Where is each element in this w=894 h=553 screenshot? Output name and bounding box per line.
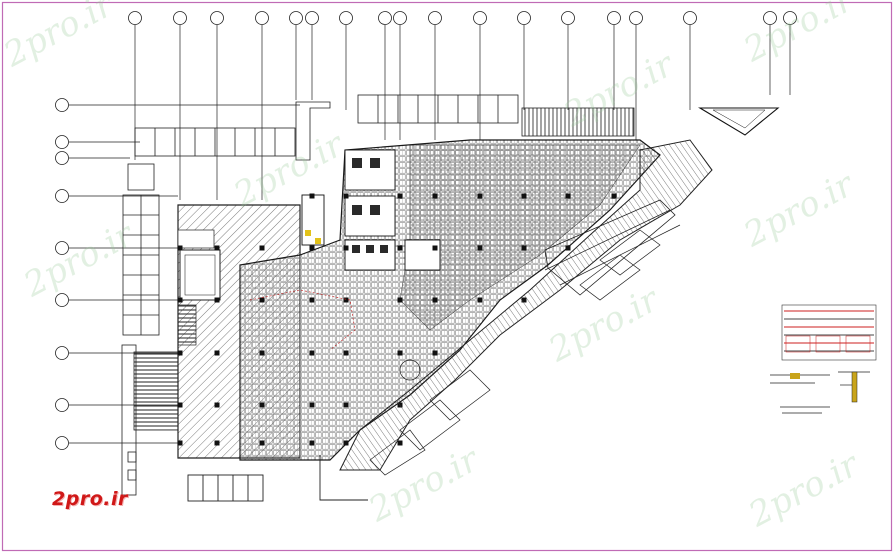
grid-bubble-left <box>55 241 69 255</box>
grid-bubble-left <box>55 346 69 360</box>
column-marker <box>565 193 571 199</box>
grid-bubble-top <box>428 11 442 25</box>
column-marker <box>432 245 438 251</box>
column-marker <box>397 350 403 356</box>
grid-bubble-top <box>339 11 353 25</box>
top-strips <box>134 94 519 161</box>
grid-bubble-top <box>683 11 697 25</box>
grid-bubble-top <box>607 11 621 25</box>
column-marker <box>177 440 183 446</box>
column-marker <box>309 245 315 251</box>
grid-bubble-left <box>55 293 69 307</box>
grid-bubble-left <box>55 398 69 412</box>
column-marker <box>214 350 220 356</box>
grid-bubble-top <box>763 11 777 25</box>
grid-bubble-top <box>561 11 575 25</box>
grid-bubble-top <box>289 11 303 25</box>
column-marker <box>477 193 483 199</box>
left-grid-bubbles <box>55 98 300 450</box>
column-marker <box>214 297 220 303</box>
grid-bubble-top <box>173 11 187 25</box>
column-marker <box>309 350 315 356</box>
core-room <box>179 249 221 301</box>
core-fixtures <box>352 158 388 253</box>
column-marker <box>214 440 220 446</box>
grid-bubble-left <box>55 135 69 149</box>
column-marker <box>343 245 349 251</box>
column-marker <box>343 193 349 199</box>
column-marker <box>259 440 265 446</box>
top-grid-bubbles <box>128 11 797 25</box>
column-marker <box>432 193 438 199</box>
structural-columns <box>177 193 617 446</box>
column-marker <box>343 402 349 408</box>
column-marker <box>565 245 571 251</box>
column-marker <box>343 440 349 446</box>
column-marker <box>521 245 527 251</box>
column-marker <box>521 193 527 199</box>
vent-grille <box>521 107 635 137</box>
column-marker <box>397 297 403 303</box>
column-marker <box>214 245 220 251</box>
grid-bubble-top <box>783 11 797 25</box>
column-marker <box>177 245 183 251</box>
grid-bubble-top <box>473 11 487 25</box>
site-logo[interactable]: 2pro.ir <box>52 488 128 510</box>
column-marker <box>477 245 483 251</box>
column-marker <box>432 297 438 303</box>
grid-bubble-left <box>55 436 69 450</box>
column-marker <box>397 193 403 199</box>
grid-bubble-top <box>378 11 392 25</box>
grid-bubble-top <box>393 11 407 25</box>
column-marker <box>177 402 183 408</box>
legend-table <box>781 304 877 361</box>
service-cores <box>301 149 441 271</box>
column-marker <box>259 402 265 408</box>
column-marker <box>611 193 617 199</box>
column-marker <box>343 350 349 356</box>
grid-bubble-top <box>128 11 142 25</box>
grid-bubble-top <box>210 11 224 25</box>
left-outbuilding <box>121 163 160 496</box>
grid-bubble-top <box>305 11 319 25</box>
curved-ramp <box>339 139 713 471</box>
grid-bubble-top <box>629 11 643 25</box>
stair-block <box>133 351 179 431</box>
column-marker <box>259 297 265 303</box>
column-marker <box>309 402 315 408</box>
column-marker <box>432 350 438 356</box>
column-marker <box>259 245 265 251</box>
column-marker <box>477 297 483 303</box>
column-marker <box>177 350 183 356</box>
column-marker <box>259 350 265 356</box>
south-boxes <box>187 474 264 502</box>
grid-bubble-top <box>255 11 269 25</box>
column-marker <box>177 297 183 303</box>
grid-bubble-left <box>55 189 69 203</box>
top-grid-leaders <box>134 25 791 200</box>
grid-bubble-left <box>55 98 69 112</box>
grid-bubble-left <box>55 151 69 165</box>
ramp-bays <box>369 209 681 476</box>
column-marker <box>397 245 403 251</box>
detail-callouts <box>770 371 870 414</box>
column-marker <box>309 193 315 199</box>
column-marker <box>343 297 349 303</box>
column-marker <box>309 297 315 303</box>
column-marker <box>214 402 220 408</box>
red-service-line <box>249 289 356 351</box>
north-arrow <box>698 107 780 136</box>
column-marker <box>309 440 315 446</box>
column-marker <box>397 440 403 446</box>
grid-bubble-top <box>517 11 531 25</box>
